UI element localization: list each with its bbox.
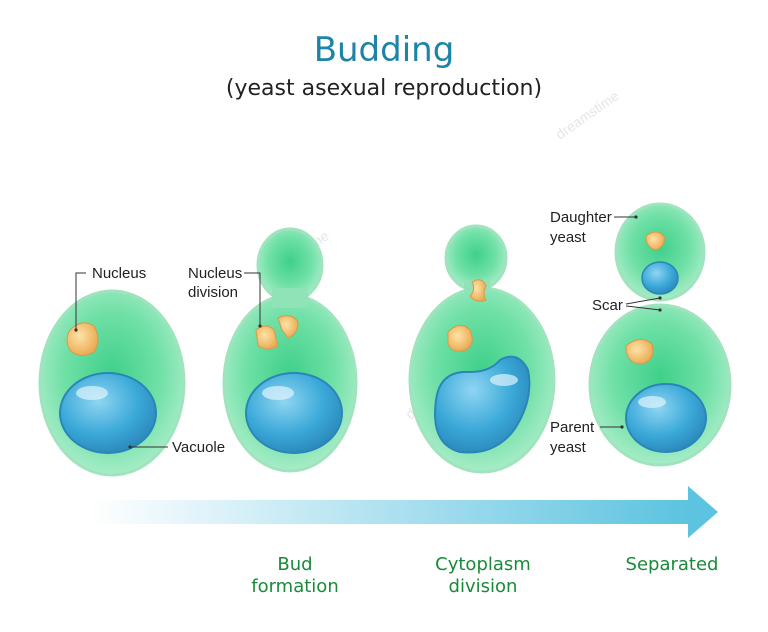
label-vacuole: Vacuole bbox=[128, 439, 225, 456]
yeast-cell-2 bbox=[222, 227, 358, 473]
label-text: Vacuole bbox=[172, 439, 225, 456]
vacuole bbox=[641, 261, 679, 295]
nucleus bbox=[625, 339, 654, 365]
diagram-subtitle: (yeast asexual reproduction) bbox=[225, 76, 543, 101]
label-text: Nucleus bbox=[188, 265, 242, 282]
label-daughter-yeast: Daughter yeast bbox=[550, 209, 638, 246]
yeast-cell-4-parent bbox=[588, 303, 732, 467]
diagram-title: Budding bbox=[313, 30, 455, 70]
progress-arrow bbox=[90, 486, 718, 538]
nucleus bbox=[645, 231, 665, 251]
stage-label-line: Bud bbox=[277, 554, 313, 575]
yeast-cell-1 bbox=[38, 289, 186, 477]
label-text: division bbox=[188, 284, 238, 301]
label-nucleus: Nucleus bbox=[74, 265, 146, 332]
label-parent-yeast: Parent yeast bbox=[550, 419, 624, 456]
label-text: Parent bbox=[550, 419, 595, 436]
label-nucleus-division: Nucleus division bbox=[188, 265, 262, 328]
label-text: Nucleus bbox=[92, 265, 146, 282]
watermark-text: dreamstime bbox=[553, 87, 622, 142]
stage-label-line: division bbox=[448, 576, 518, 597]
stage-bud-formation: Bud formation bbox=[240, 554, 350, 598]
nucleus-half-left bbox=[255, 325, 279, 350]
stage-label-line: Cytoplasm bbox=[435, 554, 531, 575]
stage-separated: Separated bbox=[612, 554, 732, 576]
label-text: Scar bbox=[592, 297, 623, 314]
nucleus bbox=[447, 325, 473, 352]
vacuole bbox=[59, 372, 157, 454]
stage-label-line: Separated bbox=[625, 554, 719, 575]
yeast-cell-3 bbox=[408, 224, 556, 474]
yeast-cell-4-daughter bbox=[614, 202, 706, 302]
vacuole bbox=[625, 383, 707, 453]
nucleus-half-right bbox=[277, 315, 299, 339]
label-text: Daughter bbox=[550, 209, 612, 226]
stage-cytoplasm-division: Cytoplasm division bbox=[418, 554, 548, 598]
nucleus-migrating bbox=[469, 279, 487, 302]
label-scar: Scar bbox=[592, 296, 662, 314]
stage-label-line: formation bbox=[251, 576, 339, 597]
label-text: yeast bbox=[550, 439, 587, 456]
daughter-cell bbox=[614, 202, 706, 302]
label-text: yeast bbox=[550, 229, 587, 246]
vacuole bbox=[245, 372, 343, 454]
